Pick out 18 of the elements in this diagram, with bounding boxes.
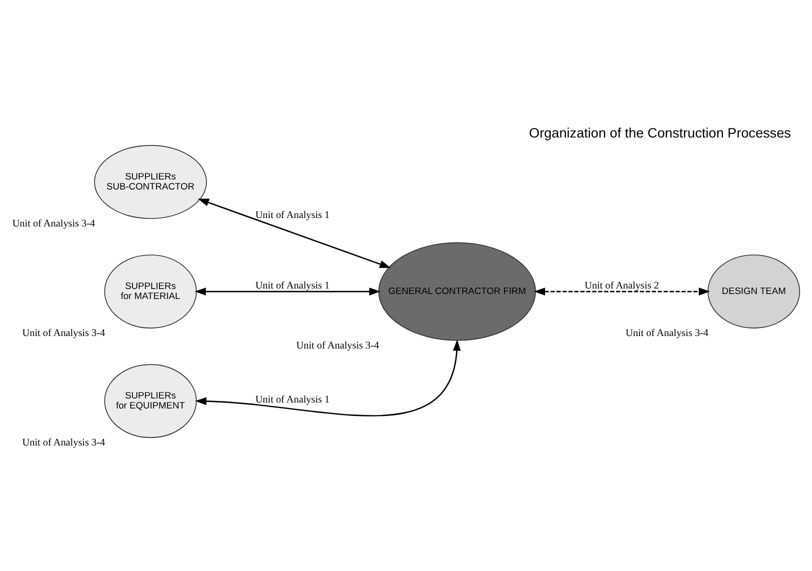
diagram-title: Organization of the Construction Processes bbox=[529, 125, 791, 140]
arrow bbox=[198, 198, 391, 268]
edge-label: Unit of Analysis 1 bbox=[255, 210, 330, 221]
node-ellipse: SUPPLIERs for MATERIAL bbox=[104, 254, 197, 328]
node-label: Unit of Analysis 3-4 bbox=[626, 328, 708, 339]
arrow bbox=[534, 287, 710, 295]
node-label: Unit of Analysis 3-4 bbox=[22, 437, 106, 448]
arrow bbox=[194, 287, 380, 295]
edge-label: Unit of Analysis 1 bbox=[255, 280, 330, 292]
node-label: Unit of Analysis 3-4 bbox=[296, 340, 380, 351]
node-label: Unit of Analysis 3-4 bbox=[12, 218, 96, 230]
node-label: Unit of Analysis 3-4 bbox=[22, 328, 106, 339]
node-ellipse: DESIGN TEAM bbox=[708, 254, 800, 328]
edge-label: Unit of Analysis 2 bbox=[584, 280, 659, 292]
edge-label: Unit of Analysis 1 bbox=[255, 394, 330, 405]
arrow bbox=[195, 339, 461, 416]
node-ellipse: SUPPLIERs SUB-CONTRACTOR bbox=[94, 144, 207, 218]
node-ellipse: SUPPLIERs for EQUIPMENT bbox=[104, 364, 197, 438]
